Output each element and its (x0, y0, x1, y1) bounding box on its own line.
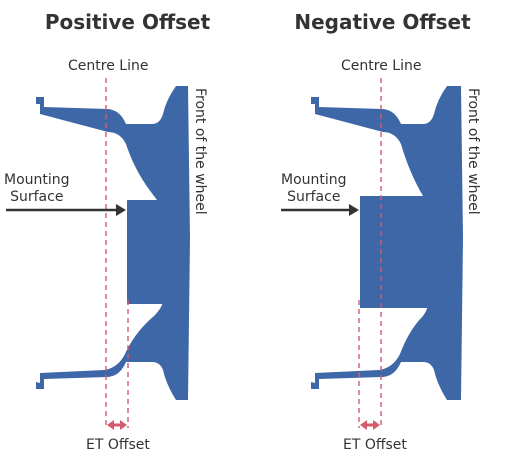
mounting-label-line1: Mounting (281, 172, 347, 188)
front-of-wheel-label: Front of the wheel (192, 88, 208, 215)
front-of-wheel-label: Front of the wheel (465, 88, 481, 215)
et-offset-label: ET Offset (86, 437, 150, 453)
negative-offset-diagram (281, 78, 463, 430)
mounting-label-line1: Mounting (4, 172, 70, 188)
centre-line-label: Centre Line (341, 58, 422, 74)
wheel-cross-section (36, 86, 190, 400)
panel-title: Negative Offset (294, 10, 471, 34)
panel-title: Positive Offset (44, 10, 211, 34)
positive-offset-panel: Positive Offset Centre Line Mounting Sur… (4, 10, 211, 453)
mounting-arrow-head (116, 204, 126, 216)
wheel-cross-section (311, 86, 463, 400)
mounting-label-line2: Surface (287, 189, 341, 205)
mounting-hub (127, 200, 165, 304)
offset-arrow-right-head (373, 420, 380, 430)
mounting-label-line2: Surface (10, 189, 64, 205)
mounting-surface-label: Mounting Surface (4, 172, 70, 206)
mounting-surface-label: Mounting Surface (281, 172, 347, 206)
mounting-arrow-head (349, 204, 359, 216)
offset-arrow-right-head (120, 420, 127, 430)
et-offset-label: ET Offset (343, 437, 407, 453)
offset-arrow-left-head (360, 420, 367, 430)
offset-arrow-left-head (107, 420, 114, 430)
mounting-hub (360, 196, 432, 308)
positive-offset-diagram (6, 78, 190, 430)
negative-offset-panel: Negative Offset Centre Line Mounting Sur… (255, 0, 510, 476)
centre-line-label: Centre Line (68, 58, 149, 74)
